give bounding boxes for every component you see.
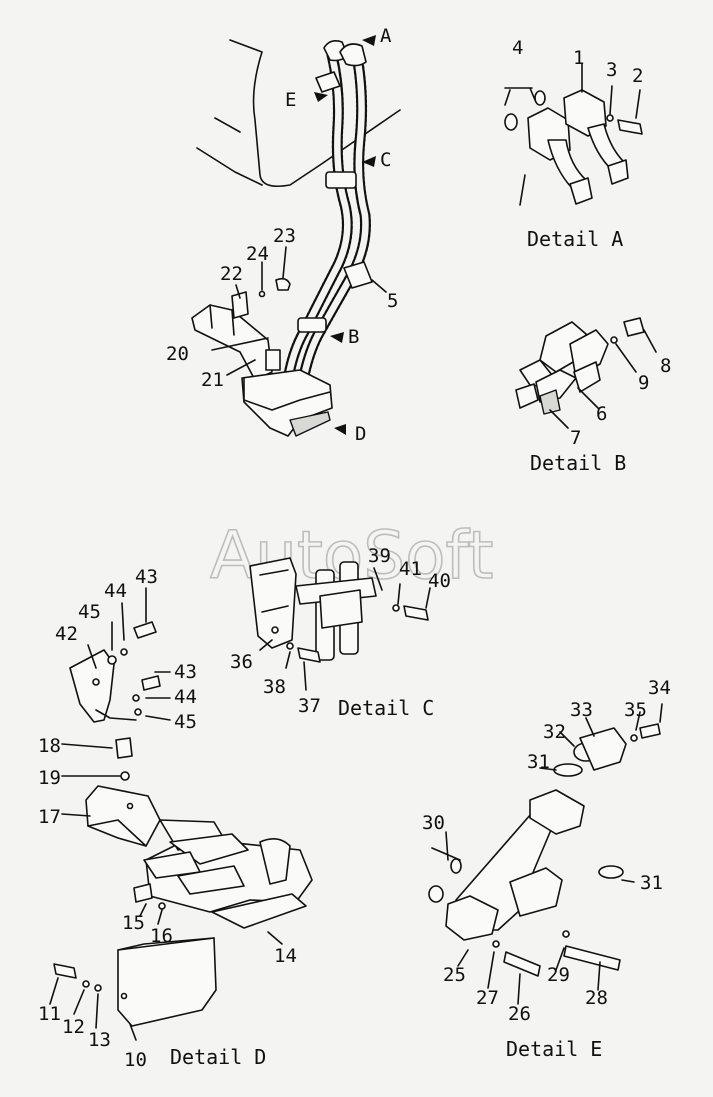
label-8: 8	[660, 355, 671, 377]
caption-detail-c: Detail C	[338, 696, 434, 720]
view-marker-b: B	[348, 326, 359, 348]
label-44: 44	[104, 580, 127, 602]
label-31: 31	[527, 751, 550, 773]
label-20: 20	[166, 343, 189, 365]
label-27: 27	[476, 987, 499, 1009]
label-18: 18	[38, 735, 61, 757]
label-43b: 43	[174, 661, 197, 683]
label-44b: 44	[174, 686, 197, 708]
label-1: 1	[573, 47, 584, 69]
detail-d-upper: 42 45 44 43 43 44 45	[55, 566, 197, 733]
frame-outline	[196, 39, 401, 188]
cover-part-10	[117, 937, 217, 1027]
label-32: 32	[543, 721, 566, 743]
hose-pair	[280, 49, 371, 406]
view-marker-a: A	[380, 25, 392, 47]
view-marker-c: C	[380, 149, 391, 171]
label-38: 38	[263, 676, 286, 698]
label-6: 6	[596, 403, 607, 425]
label-15: 15	[122, 912, 145, 934]
label-9: 9	[638, 372, 649, 394]
label-21: 21	[201, 369, 224, 391]
label-11: 11	[38, 1003, 61, 1025]
label-17: 17	[38, 806, 61, 828]
detail-c: 39 41 40 36 38 37 Detail C	[230, 545, 451, 720]
view-marker-d: D	[355, 423, 366, 445]
label-7: 7	[570, 427, 581, 449]
label-33: 33	[570, 699, 593, 721]
label-40: 40	[428, 570, 451, 592]
label-41: 41	[399, 558, 422, 580]
label-31b: 31	[640, 872, 663, 894]
label-36: 36	[230, 651, 253, 673]
detail-a: 4 1 3 2 Detail A	[504, 37, 643, 251]
label-28: 28	[585, 987, 608, 1009]
label-13: 13	[88, 1029, 111, 1051]
label-5: 5	[387, 290, 398, 312]
caption-detail-d: Detail D	[170, 1045, 266, 1069]
label-14: 14	[274, 945, 297, 967]
detail-d: 18 19 17 14 15 16 11 12 13 10 Detail D	[38, 735, 313, 1071]
label-4: 4	[512, 37, 523, 59]
label-26: 26	[508, 1003, 531, 1025]
label-29: 29	[547, 964, 570, 986]
label-34: 34	[648, 677, 671, 699]
label-45: 45	[78, 601, 101, 623]
label-45b: 45	[174, 711, 197, 733]
label-23: 23	[273, 225, 296, 247]
label-25: 25	[443, 964, 466, 986]
label-37: 37	[298, 695, 321, 717]
label-22: 22	[220, 263, 243, 285]
label-3: 3	[606, 59, 617, 81]
view-marker-e: E	[285, 89, 296, 111]
label-12: 12	[62, 1016, 85, 1038]
label-30: 30	[422, 812, 445, 834]
caption-detail-a: Detail A	[527, 227, 623, 251]
detail-b: 8 9 6 7 Detail B	[515, 317, 671, 475]
label-10: 10	[124, 1049, 147, 1071]
label-42: 42	[55, 623, 78, 645]
label-2: 2	[632, 65, 643, 87]
label-24: 24	[246, 243, 269, 265]
label-39: 39	[368, 545, 391, 567]
label-16: 16	[150, 925, 173, 947]
main-assembly-view: A E C B D 5 20 21 22 23 24	[166, 25, 401, 445]
cover-part-17	[85, 785, 161, 847]
label-19: 19	[38, 767, 61, 789]
detail-e: 30 31 32 33 34 35 31 25 27 26 29 28 Deta…	[422, 677, 671, 1061]
label-35: 35	[624, 699, 647, 721]
caption-detail-b: Detail B	[530, 451, 626, 475]
label-43: 43	[135, 566, 158, 588]
caption-detail-e: Detail E	[506, 1037, 602, 1061]
